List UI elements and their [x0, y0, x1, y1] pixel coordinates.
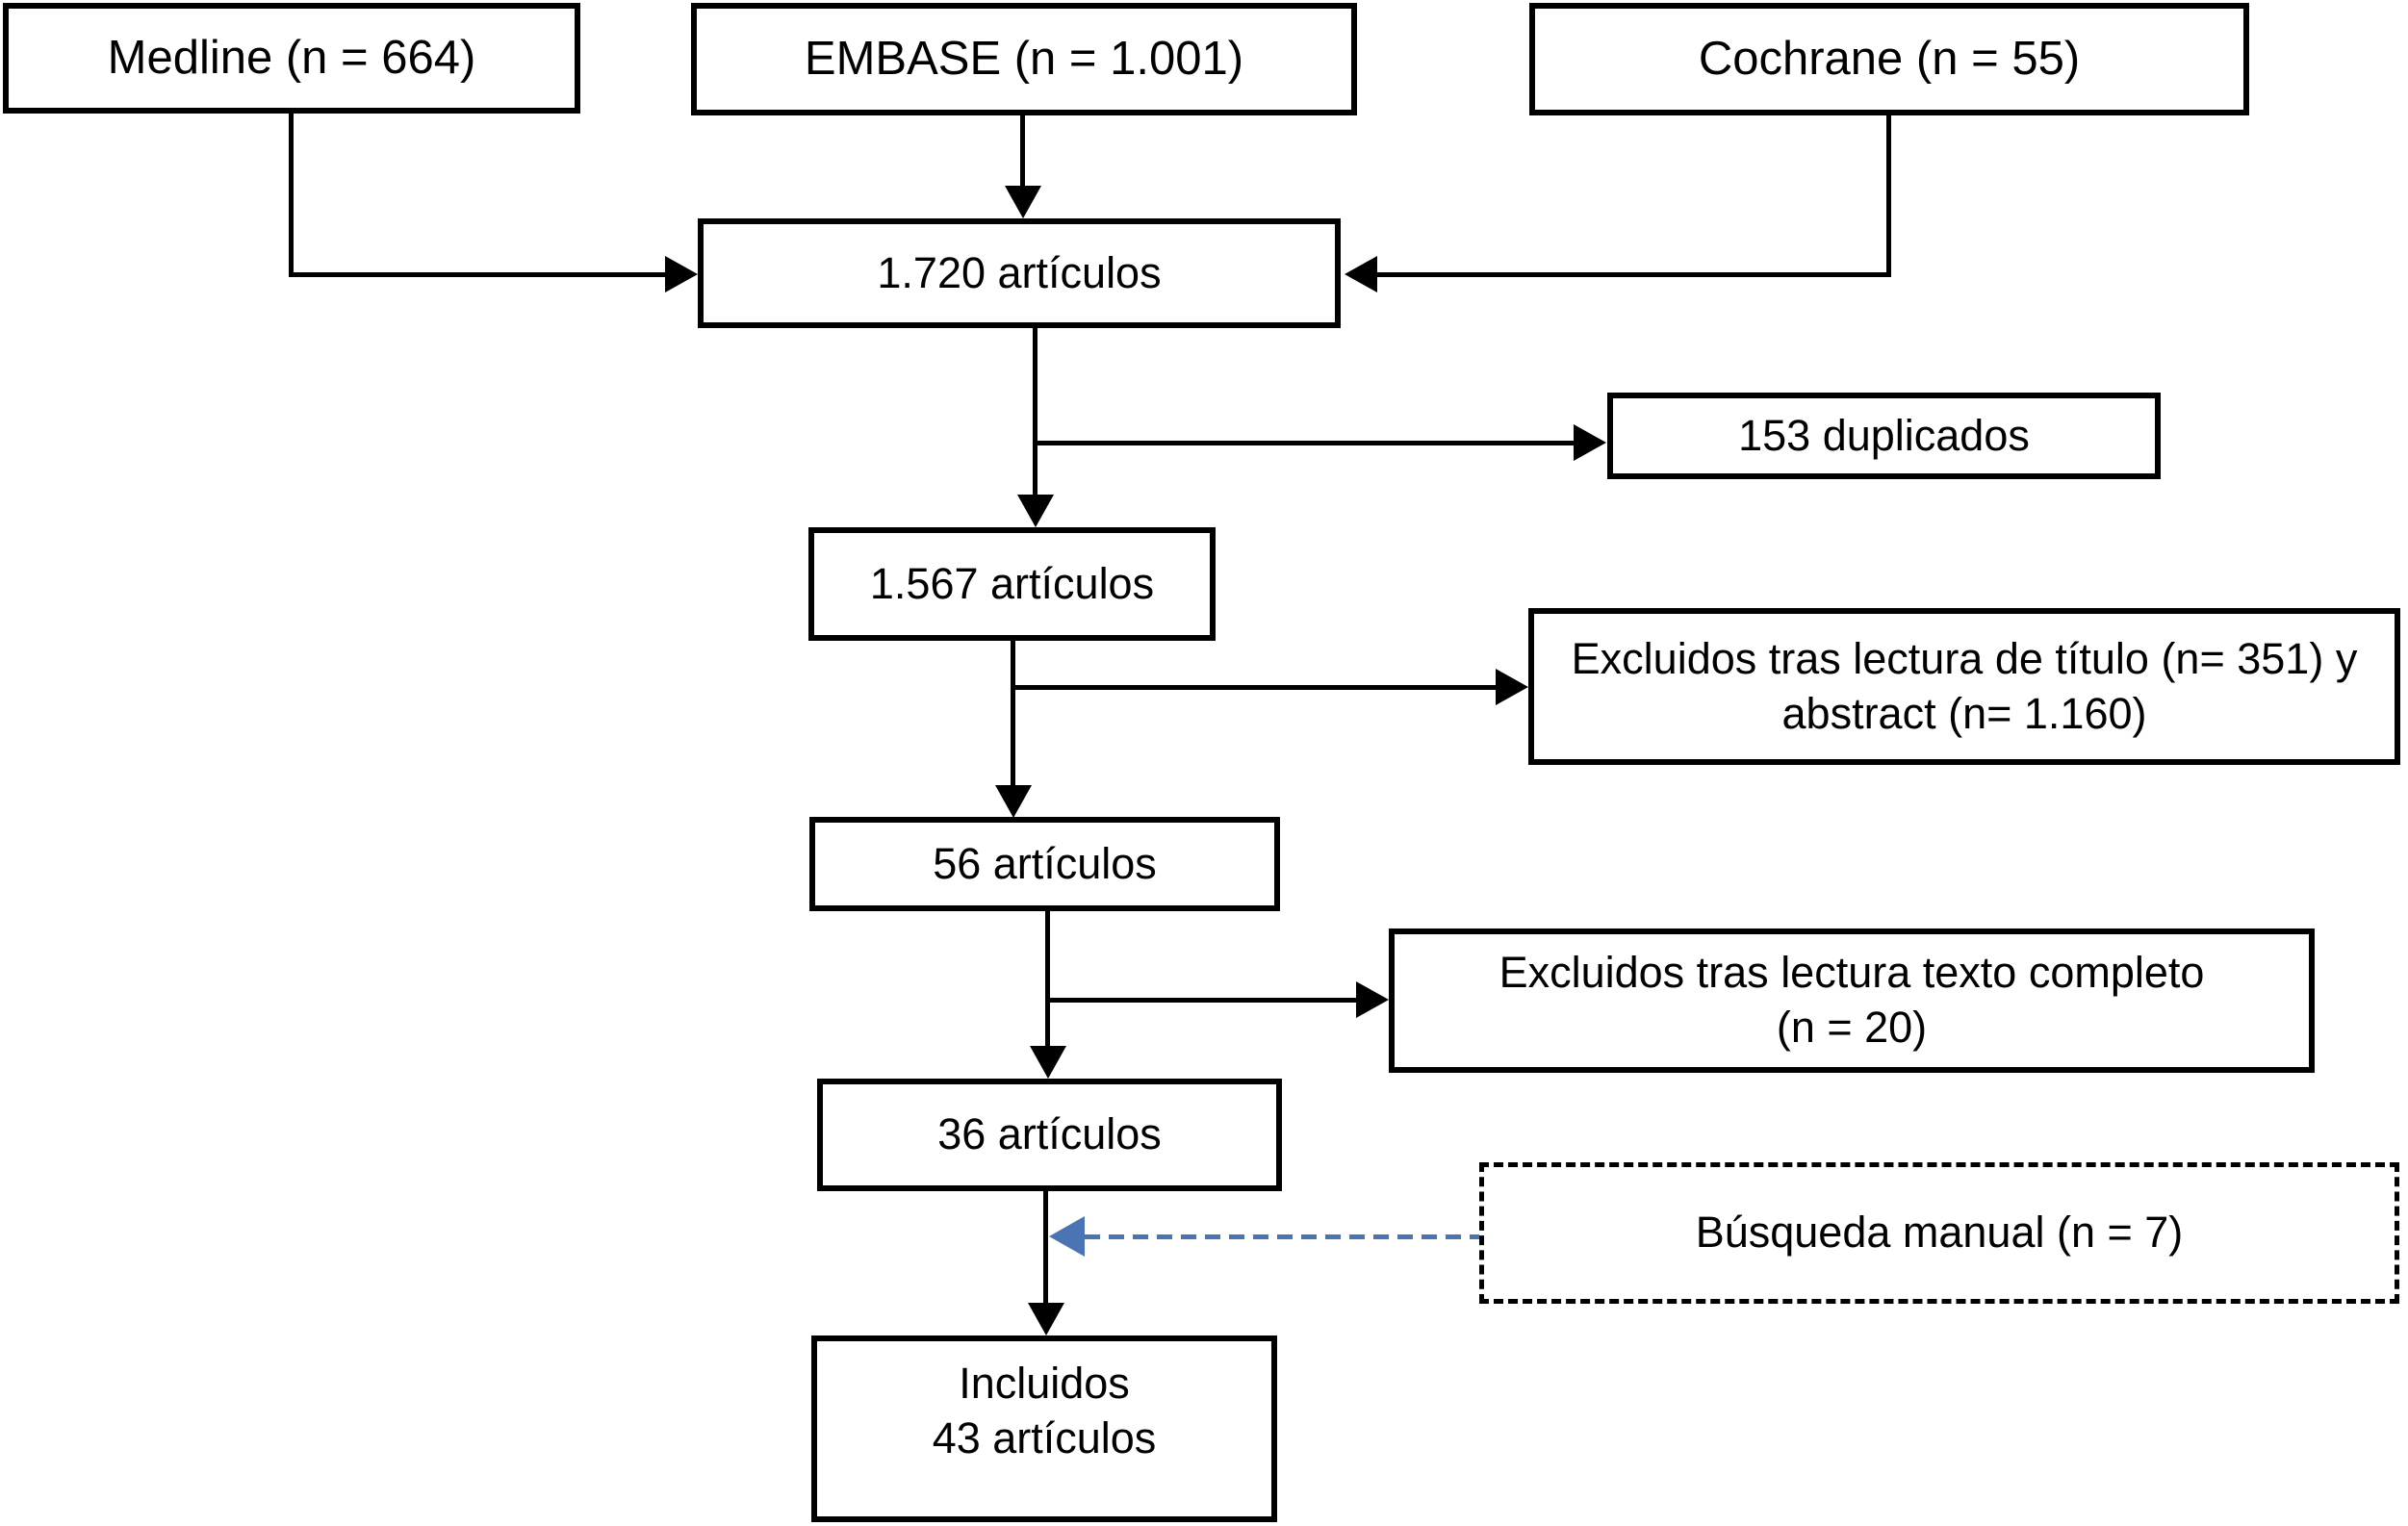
node-cochrane: Cochrane (n = 55) — [1529, 3, 2249, 115]
arrowhead-manual-search — [1049, 1216, 1085, 1257]
node-cochrane-label: Cochrane (n = 55) — [1698, 32, 2081, 85]
node-excluded-fulltext-line1: Excluidos tras lectura texto completo — [1499, 948, 2205, 998]
node-excluded-title-abstract: Excluidos tras lectura de título (n= 351… — [1528, 608, 2400, 765]
node-manual-search: Búsqueda manual (n = 7) — [1479, 1162, 2399, 1304]
arrowhead-branch-to-excluded-title — [1496, 669, 1528, 705]
node-included: Incluidos 43 artículos — [811, 1335, 1277, 1522]
node-excluded-title-abstract-line1: Excluidos tras lectura de título (n= 351… — [1571, 633, 2358, 683]
connector-cochrane-horizontal — [1375, 272, 1891, 277]
node-duplicates: 153 duplicados — [1607, 393, 2161, 479]
arrowhead-branch-to-duplicates — [1574, 424, 1606, 461]
node-embase: EMBASE (n = 1.001) — [691, 3, 1357, 115]
node-after-fulltext: 36 artículos — [817, 1079, 1282, 1191]
arrowhead-56-to-36 — [1030, 1046, 1066, 1079]
arrowhead-embase-to-combined — [1005, 186, 1041, 218]
connector-combined-vertical — [1033, 328, 1037, 495]
connector-medline-horizontal — [289, 272, 665, 277]
connector-duplicates-branch — [1033, 441, 1574, 445]
node-after-fulltext-label: 36 artículos — [937, 1109, 1162, 1159]
node-medline: Medline (n = 664) — [3, 3, 580, 114]
arrowhead-combined-to-after-dedup — [1017, 495, 1054, 527]
connector-56-vertical — [1045, 911, 1050, 1046]
node-medline-label: Medline (n = 664) — [107, 31, 476, 84]
arrowhead-36-to-included — [1028, 1303, 1064, 1335]
connector-cochrane-vertical — [1886, 115, 1891, 275]
node-after-title-abstract: 56 artículos — [809, 817, 1280, 911]
arrowhead-medline-to-combined — [665, 256, 698, 292]
connector-embase-vertical — [1020, 115, 1025, 188]
node-after-dedup: 1.567 artículos — [808, 527, 1216, 641]
connector-manual-search-dashed — [1085, 1234, 1479, 1239]
connector-medline-vertical — [289, 114, 294, 276]
node-excluded-fulltext: Excluidos tras lectura texto completo (n… — [1389, 928, 2315, 1073]
node-after-title-abstract-label: 56 artículos — [933, 838, 1157, 888]
connector-36-vertical — [1043, 1191, 1048, 1303]
node-duplicates-label: 153 duplicados — [1738, 410, 2030, 460]
connector-excluded-title-branch — [1011, 685, 1496, 690]
connector-after-dedup-vertical — [1011, 641, 1015, 785]
arrowhead-cochrane-to-combined — [1345, 256, 1377, 292]
node-included-line1: Incluidos — [959, 1359, 1130, 1408]
arrowhead-branch-to-excluded-fulltext — [1356, 981, 1389, 1018]
arrowhead-after-dedup-to-56 — [995, 785, 1032, 818]
node-excluded-fulltext-line2: (n = 20) — [1776, 1003, 1928, 1052]
node-combined-articles: 1.720 artículos — [698, 218, 1341, 328]
node-combined-articles-label: 1.720 artículos — [877, 247, 1162, 297]
node-included-line2: 43 artículos — [932, 1412, 1157, 1462]
node-embase-label: EMBASE (n = 1.001) — [804, 32, 1244, 85]
node-excluded-title-abstract-line2: abstract (n= 1.160) — [1781, 688, 2147, 738]
connector-excluded-fulltext-branch — [1045, 998, 1356, 1003]
node-manual-search-label: Búsqueda manual (n = 7) — [1695, 1208, 2184, 1258]
node-after-dedup-label: 1.567 artículos — [869, 558, 1155, 608]
